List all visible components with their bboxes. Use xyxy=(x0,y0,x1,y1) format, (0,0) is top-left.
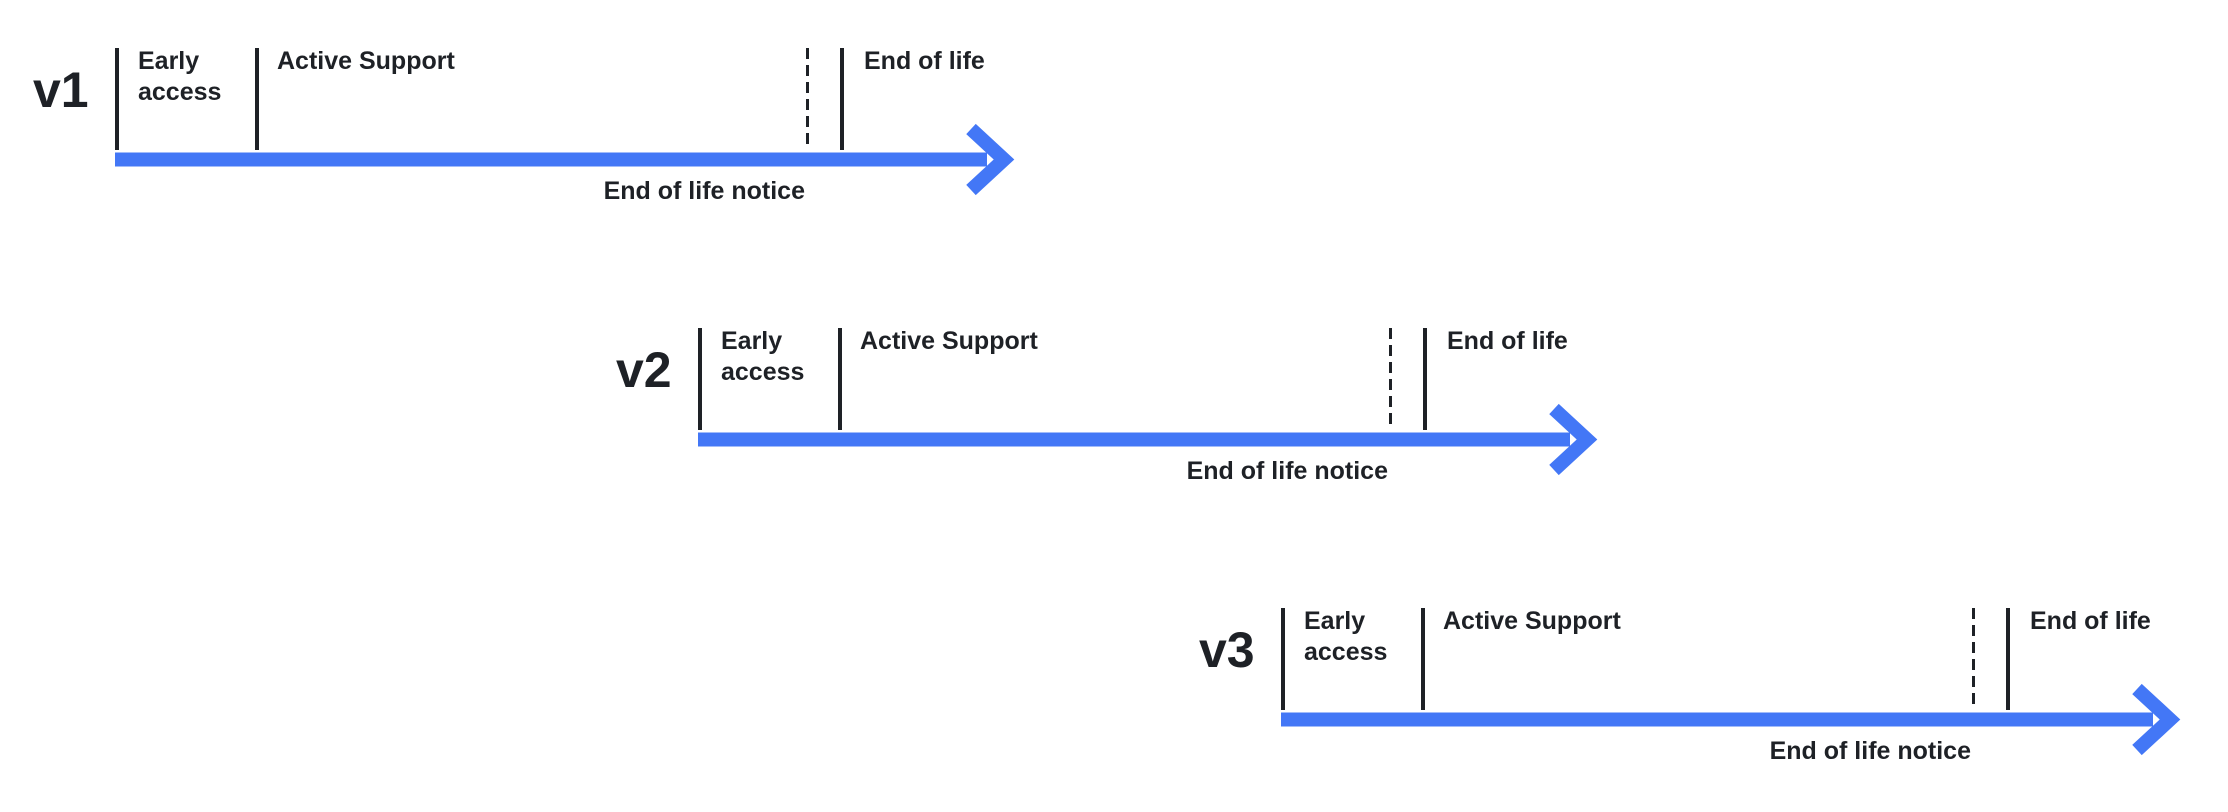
eol-notice-label: End of life notice xyxy=(603,177,805,205)
version-label: v3 xyxy=(1199,622,1255,678)
version-label: v2 xyxy=(616,342,672,398)
eol-notice-dashed-line xyxy=(1972,608,1975,710)
timeline-v3: v3 Early access Active Support End of li… xyxy=(1166,560,2228,810)
end-of-life-tick xyxy=(1423,328,1427,430)
end-of-life-label: End of life xyxy=(1447,327,1568,355)
eol-notice-dashed-line xyxy=(1389,328,1392,430)
timeline-arrow xyxy=(115,123,1015,196)
end-of-life-tick xyxy=(840,48,844,150)
early-access-start-tick xyxy=(115,48,119,150)
active-support-start-tick xyxy=(1421,608,1425,710)
timeline-v2: v2 Early access Active Support End of li… xyxy=(583,280,1683,530)
end-of-life-label: End of life xyxy=(2030,607,2151,635)
active-support-start-tick xyxy=(838,328,842,430)
active-support-label: Active Support xyxy=(1443,607,1621,635)
eol-notice-label: End of life notice xyxy=(1186,457,1388,485)
eol-notice-label: End of life notice xyxy=(1769,737,1971,765)
active-support-start-tick xyxy=(255,48,259,150)
timeline-arrow xyxy=(1281,683,2181,756)
timeline-v1: v1 Early access Active Support End of li… xyxy=(0,0,1100,250)
version-label: v1 xyxy=(33,62,89,118)
early-access-label: Early access xyxy=(138,47,222,106)
active-support-label: Active Support xyxy=(277,47,455,75)
active-support-label: Active Support xyxy=(860,327,1038,355)
end-of-life-label: End of life xyxy=(864,47,985,75)
end-of-life-tick xyxy=(2006,608,2010,710)
early-access-label: Early access xyxy=(721,327,805,386)
timeline-arrow xyxy=(698,403,1598,476)
early-access-label: Early access xyxy=(1304,607,1388,666)
early-access-start-tick xyxy=(1281,608,1285,710)
early-access-start-tick xyxy=(698,328,702,430)
eol-notice-dashed-line xyxy=(806,48,809,150)
